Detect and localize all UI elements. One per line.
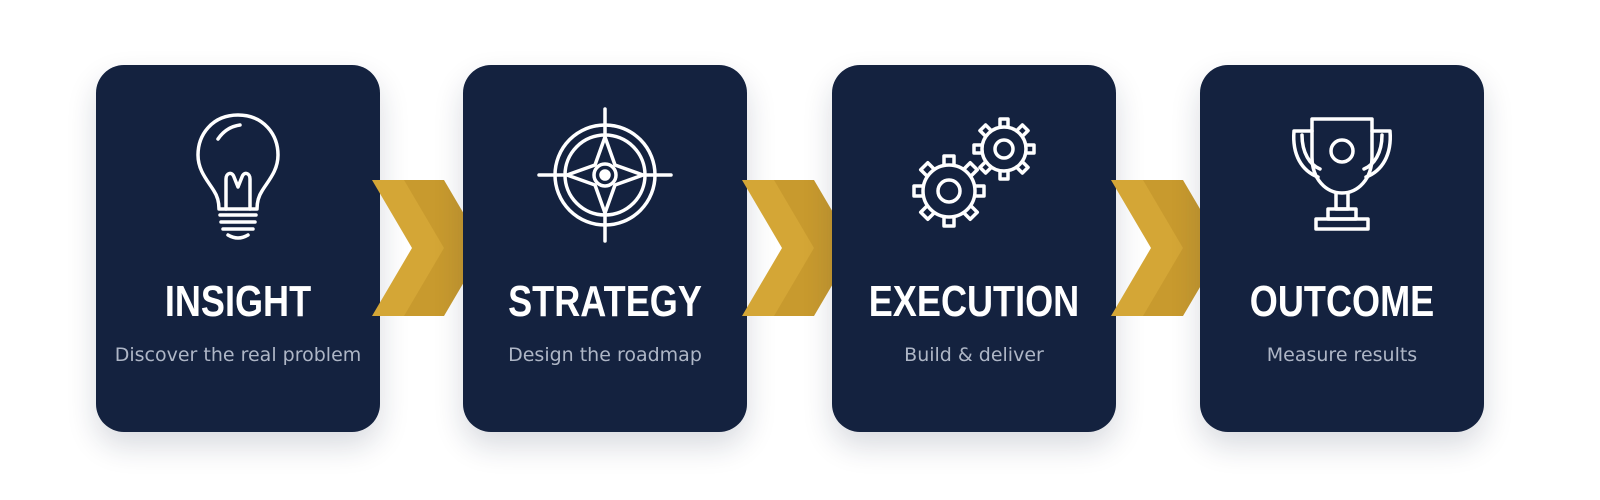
lightbulb-icon — [168, 105, 308, 245]
step-subtitle: Discover the real problem — [114, 344, 362, 366]
step-card-insight: INSIGHT Discover the real problem — [96, 65, 380, 432]
step-title: OUTCOME — [1249, 277, 1435, 326]
step-card-execution: EXECUTION Build & deliver — [832, 65, 1116, 432]
step-title: STRATEGY — [508, 277, 702, 326]
step-subtitle: Build & deliver — [904, 344, 1044, 366]
step-title: INSIGHT — [164, 277, 312, 326]
compass-target-icon — [535, 105, 675, 245]
step-title: EXECUTION — [868, 277, 1080, 326]
step-subtitle: Measure results — [1266, 344, 1418, 366]
trophy-icon — [1272, 105, 1412, 245]
step-subtitle: Design the roadmap — [508, 344, 702, 366]
gears-icon — [904, 105, 1044, 245]
step-card-strategy: STRATEGY Design the roadmap — [463, 65, 747, 432]
step-card-outcome: OUTCOME Measure results — [1200, 65, 1484, 432]
